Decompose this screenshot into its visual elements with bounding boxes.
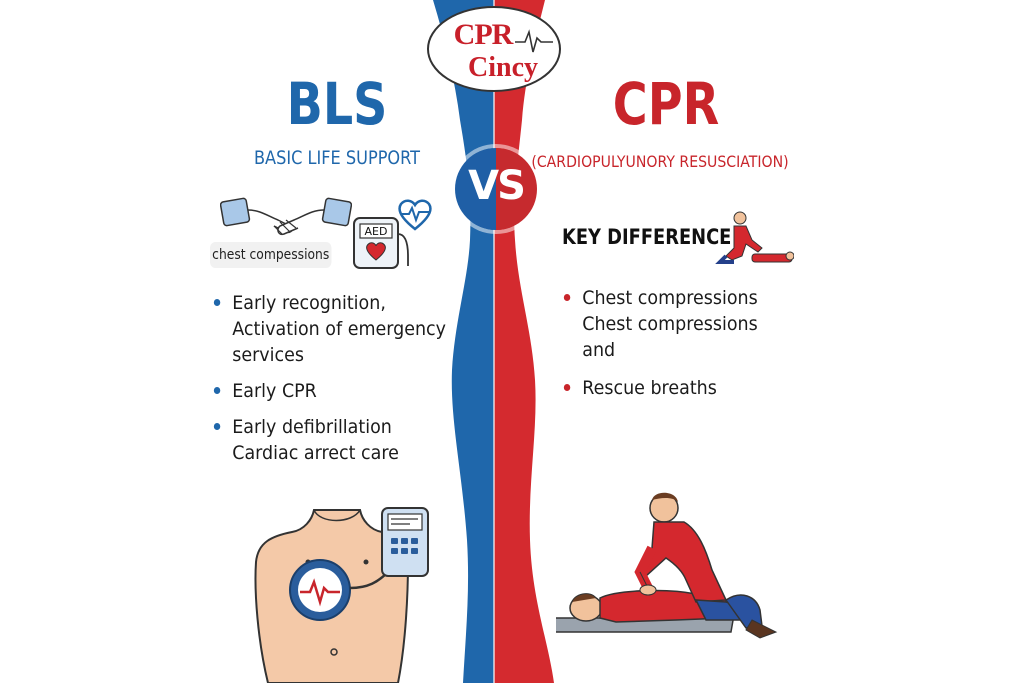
bls-item-3: Early defibrillation Cardiac arrect care [212, 414, 446, 466]
bls-item-1-line-1: Early recognition, [232, 292, 386, 314]
bls-item-1-line-2: Activation of emergency [232, 318, 447, 340]
bls-list: Early recognition, Activation of emergen… [212, 290, 446, 476]
cpr-item-2: Rescue breaths [562, 375, 758, 401]
bls-item-3-line-2: Cardiac arrect care [232, 442, 399, 464]
cpr-figure-small-icon [715, 211, 794, 264]
vs-label: VS [468, 163, 526, 209]
cpr-item-1: Chest compressions Chest compressions an… [562, 285, 758, 363]
bullet-dot [563, 384, 571, 391]
bls-item-1-line-3: services [232, 344, 304, 366]
cpr-subtitle: (CARDIOPULYUNORY RESUSCIATION) [531, 152, 789, 171]
cpr-title: CPR [612, 70, 720, 138]
bls-title: BLS [286, 70, 388, 138]
cpr-item-1-line-3: and [582, 339, 616, 361]
handshake-icon [220, 197, 352, 236]
bullet-dot [213, 423, 221, 430]
cpr-rescuer-illustration [556, 492, 778, 639]
cpr-item-1-line-1: Chest compressions [582, 287, 758, 309]
logo-text-cincy: Cincy [468, 52, 538, 83]
bullet-dot [563, 294, 571, 301]
aed-device-icon: AED [353, 217, 409, 269]
bls-item-1: Early recognition, Activation of emergen… [212, 290, 446, 368]
heart-pulse-icon [398, 199, 432, 231]
cpr-item-1-line-2: Chest compressions [582, 313, 758, 335]
bls-item-2-line-1: Early CPR [232, 380, 317, 402]
bullet-dot [213, 299, 221, 306]
cpr-list: Chest compressions Chest compressions an… [562, 285, 758, 413]
torso-aed-illustration [254, 507, 429, 683]
vs-badge [455, 148, 537, 230]
aed-label: AED [365, 225, 388, 238]
key-difference-heading: KEY DIFFERENCE [562, 225, 732, 249]
bls-item-2: Early CPR [212, 378, 446, 404]
chest-compressions-label: chest compessions [210, 242, 332, 268]
bullet-dot [213, 387, 221, 394]
logo-text-cpr: CPR [453, 18, 514, 51]
bls-item-3-line-1: Early defibrillation [232, 416, 392, 438]
bls-subtitle: BASIC LIFE SUPPORT [253, 147, 421, 169]
cpr-item-2-line-1: Rescue breaths [582, 377, 717, 399]
cpr-cincy-logo [427, 6, 561, 92]
